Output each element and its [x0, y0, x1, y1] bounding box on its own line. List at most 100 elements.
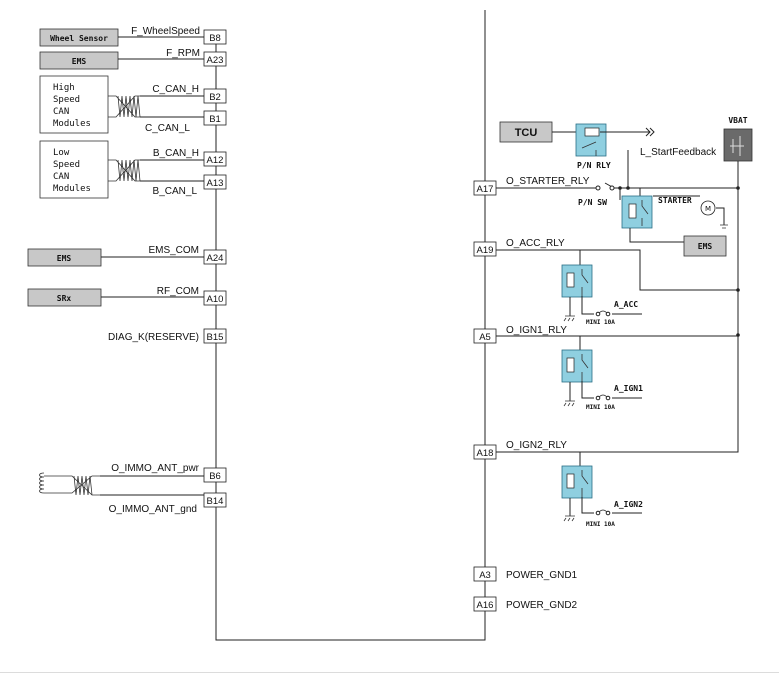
fuse-ign2-contact-2 — [605, 510, 611, 516]
ems-com-signal: EMS_COM — [148, 245, 199, 256]
diag-k-signal: DIAG_K(RESERVE) — [108, 332, 199, 343]
ign1-ground — [563, 400, 575, 407]
o-acc-rly-signal: O_ACC_RLY — [506, 238, 565, 249]
pn-sw-label: P/N SW — [578, 198, 607, 207]
ign2-relay-switch — [581, 470, 589, 497]
pin-a23 — [203, 51, 227, 67]
ems-3-wire — [629, 228, 684, 243]
ems-module-2-label: EMS — [57, 254, 72, 263]
ems-module-3-label: EMS — [698, 242, 713, 251]
footer-divider — [0, 672, 779, 673]
immo-ant-gnd-signal: O_IMMO_ANT_gnd — [109, 504, 197, 515]
pin-b6 — [203, 467, 227, 483]
fuse-ign1-contact-2 — [605, 395, 611, 401]
pn-rly-label: P/N RLY — [577, 161, 611, 170]
acc-relay-coil — [566, 272, 575, 288]
low-speed-can-line-3: CAN — [53, 172, 69, 182]
ign1-relay-switch — [581, 354, 589, 381]
rf-com-signal: RF_COM — [157, 286, 199, 297]
fuse-acc-link — [598, 310, 608, 314]
low-speed-can-module — [39, 140, 109, 199]
pin-b1 — [203, 110, 227, 126]
acc-relay-switch — [581, 269, 589, 296]
low-speed-can-line-4: Modules — [53, 184, 91, 194]
motor-label: M — [705, 205, 711, 213]
a-ign1-label: A_IGN1 — [614, 384, 643, 393]
fuse-ign2-label: MINI 10A — [586, 521, 615, 528]
power-gnd1-signal: POWER_GND1 — [506, 570, 578, 581]
pin-b8 — [203, 29, 227, 45]
c-can-l-signal: C_CAN_L — [145, 123, 190, 134]
wheel-sensor-label: Wheel Sensor — [50, 34, 108, 43]
starter-relay-coil — [628, 203, 637, 219]
pin-a24-label: A24 — [207, 253, 224, 264]
starter-motor-icon — [700, 200, 716, 216]
srx-module-label: SRx — [57, 294, 72, 303]
pin-a10-label: A10 — [207, 294, 224, 305]
pin-a16 — [473, 596, 497, 612]
vbat-battery — [723, 128, 753, 162]
pin-b14-label: B14 — [207, 496, 224, 507]
c-can-h-signal: C_CAN_H — [152, 84, 199, 95]
ign1-signal-wire — [496, 335, 738, 350]
starter-ground-wire — [720, 224, 728, 229]
pin-b2-label: B2 — [209, 92, 221, 103]
pin-a3-label: A3 — [479, 570, 491, 581]
l-startfeedback-label: L_StartFeedback — [640, 147, 717, 158]
pin-a18-label: A18 — [477, 448, 494, 459]
o-ign1-rly-signal: O_IGN1_RLY — [506, 325, 567, 336]
pin-a12-label: A12 — [207, 155, 224, 166]
acc-signal-wire — [496, 249, 738, 291]
pin-a3 — [473, 566, 497, 582]
pin-a19 — [473, 241, 497, 257]
ign1-relay — [561, 349, 593, 383]
pin-b15-label: B15 — [207, 332, 224, 343]
acc-output-wire — [569, 296, 642, 316]
pn-relay-out — [600, 127, 655, 137]
pin-a19-label: A19 — [477, 245, 494, 256]
low-speed-can-line-1: Low — [53, 148, 70, 158]
pin-a24 — [203, 249, 227, 265]
pn-sw-contact-2 — [609, 185, 615, 191]
acc-relay — [561, 264, 593, 298]
o-ign2-rly-signal: O_IGN2_RLY — [506, 440, 567, 451]
f-rpm-signal: F_RPM — [166, 48, 200, 59]
f-wheelspeed-signal: F_WheelSpeed — [131, 26, 200, 37]
pin-a16-label: A16 — [477, 600, 494, 611]
fuse-ign1-contact-1 — [595, 395, 601, 401]
fuse-acc-contact-1 — [595, 311, 601, 317]
pin-a5-label: A5 — [479, 332, 491, 343]
b-can-l-signal: B_CAN_L — [153, 186, 198, 197]
ign2-output-wire — [569, 497, 642, 516]
starter-relay-wires — [619, 188, 725, 225]
starter-relay — [621, 195, 653, 229]
high-speed-can-line-3: CAN — [53, 107, 69, 117]
pn-relay-switch — [581, 141, 597, 156]
ign2-relay — [561, 465, 593, 499]
pn-relay-coil — [584, 127, 600, 137]
left-main-rail — [215, 10, 486, 641]
ems-module-1-label: EMS — [72, 57, 87, 66]
pin-b2 — [203, 88, 227, 104]
a-ign2-label: A_IGN2 — [614, 500, 643, 509]
fuse-acc-label: MINI 10A — [586, 319, 615, 326]
pin-b15 — [203, 328, 227, 344]
tcu-label: TCU — [515, 127, 538, 139]
ems-module-1 — [39, 51, 119, 70]
ign1-output-wire — [569, 381, 642, 401]
c-can-twisted-pair — [108, 95, 141, 118]
fuse-ign2-link — [598, 509, 608, 513]
immo-antenna-coil — [39, 472, 45, 494]
pin-a13-label: A13 — [207, 178, 224, 189]
high-speed-can-module — [39, 75, 109, 134]
vbat-label: VBAT — [728, 116, 747, 125]
pin-a23-label: A23 — [207, 55, 224, 66]
ign2-signal-wire — [496, 448, 739, 466]
pin-b8-label: B8 — [209, 33, 221, 44]
acc-ground — [563, 315, 575, 322]
pn-sw-contact-1 — [595, 185, 601, 191]
pin-a13 — [203, 174, 227, 190]
starter-label: STARTER — [658, 196, 692, 205]
immo-ant-pwr-signal: O_IMMO_ANT_pwr — [111, 463, 199, 474]
